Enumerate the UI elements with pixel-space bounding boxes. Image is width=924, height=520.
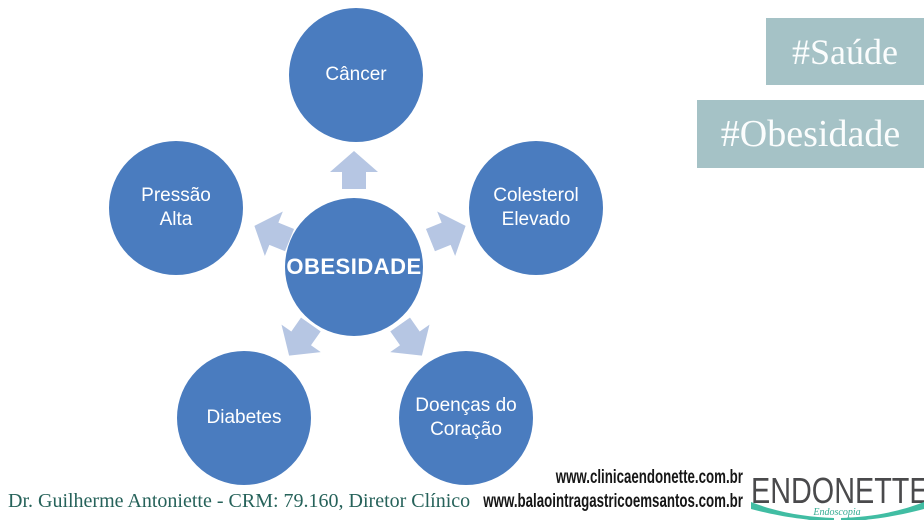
- hashtag-saude-label: #Saúde: [792, 31, 898, 72]
- hashtag-saude-banner: #Saúde: [766, 18, 924, 85]
- node-cancer-label: Câncer: [325, 63, 387, 85]
- logo-tagline: Endoscopia: [812, 507, 860, 518]
- arrow-right-icon: [425, 211, 466, 257]
- node-colesterol-elevado: Colesterol Elevado: [469, 141, 603, 275]
- node-doencas-coracao: Doenças do Coração: [399, 351, 533, 485]
- arrow-down-left-icon: [281, 317, 321, 356]
- website-line-2: www.balaointragastricoemsantos.com.br: [483, 491, 743, 512]
- node-diabetes-label: Diabetes: [206, 406, 282, 428]
- arrow-left-icon: [254, 211, 295, 257]
- doctor-credit: Dr. Guilherme Antoniette - CRM: 79.160, …: [8, 490, 471, 512]
- hashtag-obesidade-label: #Obesidade: [720, 113, 901, 155]
- node-doencas-label: Doenças do Coração: [415, 394, 517, 440]
- node-cancer: Câncer: [289, 8, 423, 142]
- website-urls: www.clinicaendonette.com.br www.balaoint…: [483, 466, 743, 514]
- node-pressao-alta: Pressão Alta: [109, 141, 243, 275]
- arrow-down-right-icon: [390, 317, 430, 356]
- website-line-1: www.clinicaendonette.com.br: [555, 467, 743, 488]
- node-obesidade-center: OBESIDADE: [285, 198, 423, 336]
- node-colesterol-label: Colesterol Elevado: [493, 184, 579, 230]
- endonette-logo: ENDONETTE Endoscopia: [751, 470, 924, 520]
- hashtag-obesidade-banner: #Obesidade: [697, 100, 924, 168]
- node-diabetes: Diabetes: [177, 351, 311, 485]
- arrow-up-icon: [330, 151, 378, 189]
- node-pressao-label: Pressão Alta: [141, 184, 211, 230]
- node-obesidade-label: OBESIDADE: [286, 253, 422, 279]
- logo-ribbon-icon: Endoscopia: [751, 502, 924, 520]
